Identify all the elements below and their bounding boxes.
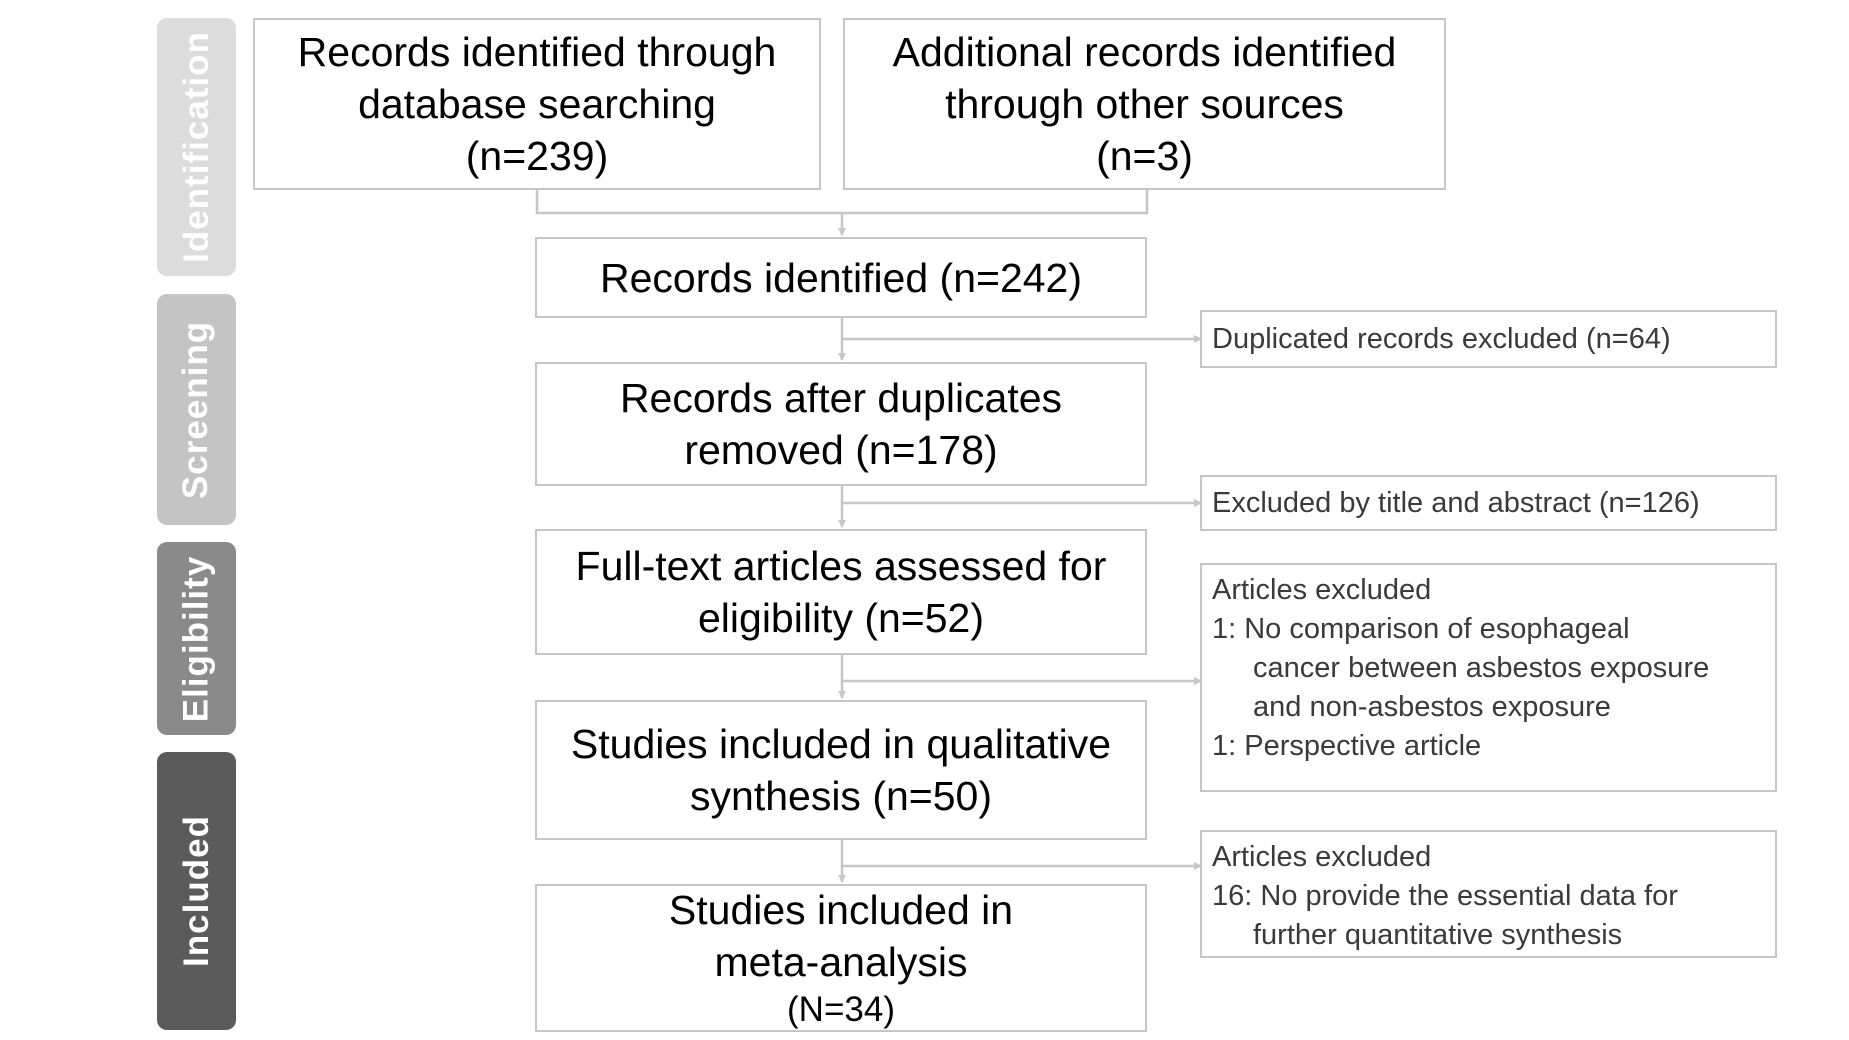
other-sources-count: (n=3) — [1096, 133, 1193, 179]
phase-eligibility-label: Eligibility — [176, 555, 216, 722]
full-text-excluded-reason1-cont1: cancer between asbestos exposure — [1253, 652, 1710, 684]
qualitative-synthesis-box: Studies included in qualitative synthesi… — [535, 700, 1147, 840]
meta-analysis-box: Studies included in meta-analysis (N=34) — [535, 884, 1147, 1032]
meta-analysis-line2: meta-analysis — [714, 939, 968, 985]
other-sources-box: Additional records identified through ot… — [843, 18, 1446, 190]
phase-screening-label: Screening — [176, 320, 216, 499]
phase-identification: Identification — [157, 18, 236, 276]
qualitative-synthesis-line2: synthesis (n=50) — [690, 773, 992, 819]
database-records-line2: database searching — [358, 81, 716, 127]
full-text-assessed-line2: eligibility (n=52) — [698, 595, 984, 641]
other-sources-line2: through other sources — [945, 81, 1344, 127]
database-records-count: (n=239) — [465, 133, 609, 179]
full-text-excluded-box: Articles excluded 1: No comparison of es… — [1200, 563, 1777, 792]
records-identified-box: Records identified (n=242) — [535, 237, 1147, 318]
full-text-excluded-heading: Articles excluded — [1212, 574, 1432, 606]
meta-excluded-box: Articles excluded 16: No provide the ess… — [1200, 830, 1777, 958]
qualitative-synthesis-line1: Studies included in qualitative — [570, 721, 1112, 767]
meta-analysis-count: (N=34) — [787, 990, 895, 1029]
full-text-excluded-reason1-cont2: and non-asbestos exposure — [1253, 691, 1611, 723]
phase-included-label: Included — [176, 815, 216, 967]
full-text-assessed-line1: Full-text articles assessed for — [575, 543, 1107, 589]
other-sources-line1: Additional records identified — [892, 29, 1397, 75]
phase-identification-label: Identification — [176, 31, 216, 263]
full-text-excluded-reason2: 1: Perspective article — [1212, 730, 1482, 762]
database-records-box: Records identified through database sear… — [253, 18, 821, 190]
after-duplicates-line1: Records after duplicates — [619, 375, 1063, 421]
title-abstract-excluded-box: Excluded by title and abstract (n=126) — [1200, 475, 1777, 531]
records-identified-text: Records identified (n=242) — [599, 254, 1083, 301]
full-text-excluded-reason1: 1: No comparison of esophageal — [1212, 613, 1630, 645]
meta-excluded-reason1: 16: No provide the essential data for — [1212, 880, 1678, 912]
duplicates-excluded-box: Duplicated records excluded (n=64) — [1200, 310, 1777, 368]
title-abstract-excluded-text: Excluded by title and abstract (n=126) — [1212, 486, 1700, 519]
meta-excluded-reason1-cont: further quantitative synthesis — [1253, 919, 1623, 951]
after-duplicates-line2: removed (n=178) — [684, 427, 998, 473]
phase-eligibility: Eligibility — [157, 542, 236, 735]
phase-included: Included — [157, 752, 236, 1030]
merge-line — [535, 188, 1149, 215]
database-records-line1: Records identified through — [297, 29, 777, 75]
meta-excluded-heading: Articles excluded — [1212, 841, 1432, 873]
meta-analysis-line1: Studies included in — [668, 887, 1014, 933]
after-duplicates-box: Records after duplicates removed (n=178) — [535, 362, 1147, 486]
duplicates-excluded-text: Duplicated records excluded (n=64) — [1212, 322, 1671, 355]
full-text-assessed-box: Full-text articles assessed for eligibil… — [535, 529, 1147, 655]
phase-screening: Screening — [157, 294, 236, 525]
